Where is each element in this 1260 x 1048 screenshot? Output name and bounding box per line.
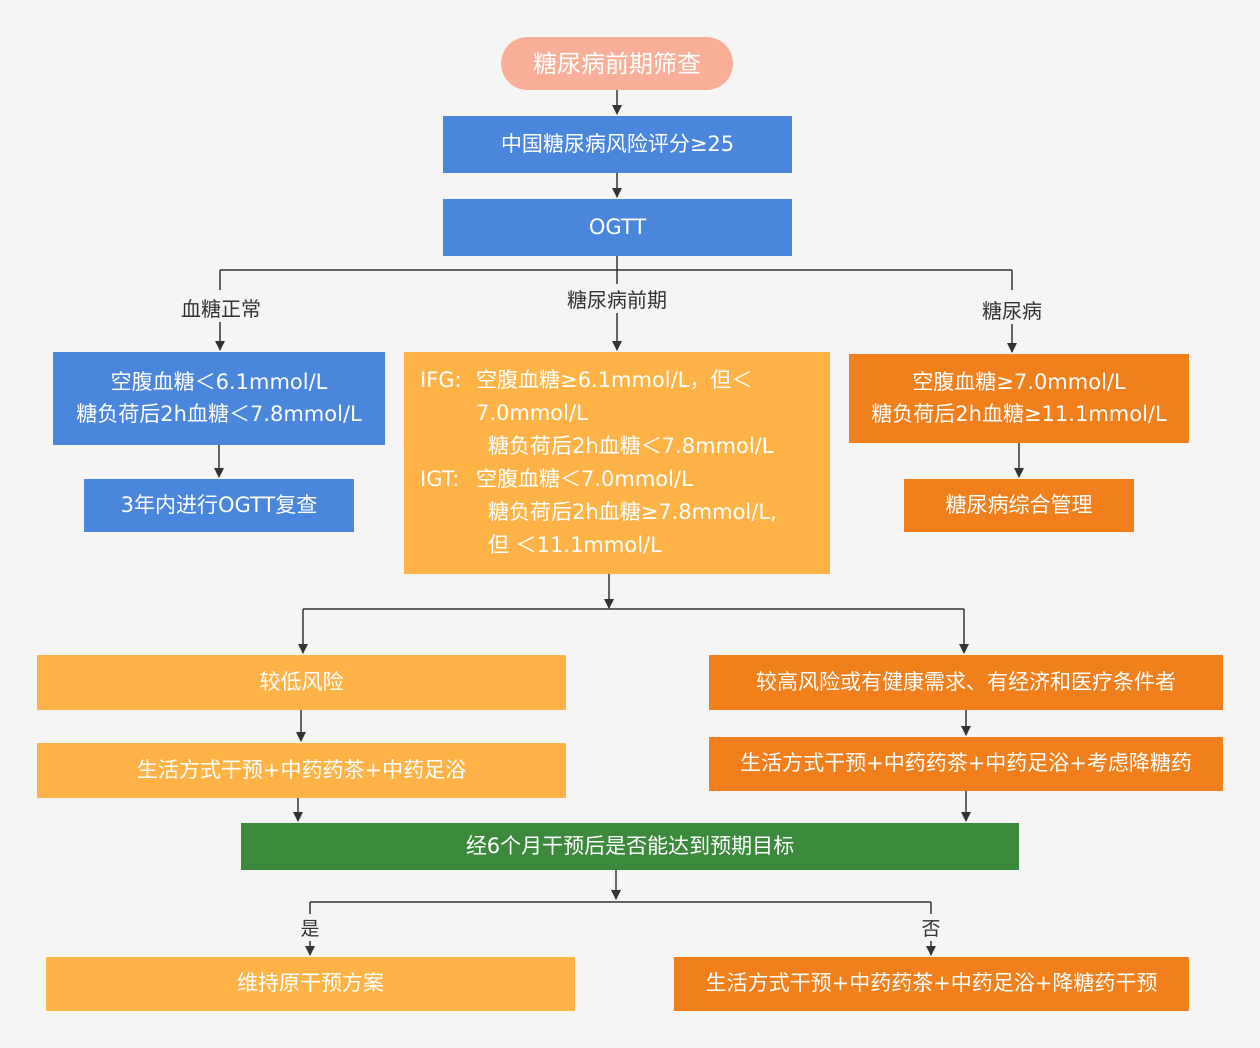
ifg-line-2: 7.0mmol/L — [476, 401, 588, 425]
normal-followup-text: 3年内进行OGTT复查 — [120, 492, 318, 517]
ifg-tag: IFG: — [420, 368, 462, 392]
diabetes-line-2: 糖负荷后2h血糖≥11.1mmol/L — [871, 401, 1167, 426]
diabetes-management-text: 糖尿病综合管理 — [945, 492, 1093, 517]
keep-plan-text: 维持原干预方案 — [237, 971, 384, 996]
label-normal: 血糖正常 — [179, 293, 263, 322]
ogtt-text: OGTT — [588, 214, 647, 239]
ifg-line-3: 糖负荷后2h血糖＜7.8mmol/L — [488, 434, 774, 458]
title-text: 糖尿病前期筛查 — [533, 49, 701, 78]
high-risk-text: 较高风险或有健康需求、有经济和医疗条件者 — [756, 669, 1176, 694]
prediabetes-criteria-node: IFG: 空腹血糖≥6.1mmol/L，但＜ 7.0mmol/L 糖负荷后2h血… — [404, 352, 830, 574]
low-risk-node: 较低风险 — [37, 655, 566, 710]
low-risk-plan-node: 生活方式干预+中药药茶+中药足浴 — [37, 743, 566, 798]
escalate-plan-text: 生活方式干预+中药药茶+中药足浴+降糖药干预 — [705, 971, 1158, 996]
escalate-plan-node: 生活方式干预+中药药茶+中药足浴+降糖药干预 — [674, 957, 1189, 1011]
low-risk-text: 较低风险 — [259, 669, 344, 694]
diabetes-management-node: 糖尿病综合管理 — [904, 479, 1134, 532]
normal-line-1: 空腹血糖＜6.1mmol/L — [110, 370, 328, 394]
label-prediabetes: 糖尿病前期 — [565, 284, 669, 313]
high-risk-plan-text: 生活方式干预+中药药茶+中药足浴+考虑降糖药 — [740, 751, 1192, 776]
label-yes: 是 — [298, 914, 322, 941]
diabetes-criteria-node: 空腹血糖≥7.0mmol/L 糖负荷后2h血糖≥11.1mmol/L — [849, 354, 1189, 443]
label-diabetes: 糖尿病 — [980, 295, 1044, 324]
ifg-line-1: 空腹血糖≥6.1mmol/L，但＜ — [476, 368, 753, 392]
igt-line-3: 但 ＜11.1mmol/L — [488, 533, 662, 557]
high-risk-plan-node: 生活方式干预+中药药茶+中药足浴+考虑降糖药 — [709, 737, 1223, 791]
normal-followup-node: 3年内进行OGTT复查 — [84, 479, 354, 532]
evaluation-node: 经6个月干预后是否能达到预期目标 — [241, 823, 1019, 870]
igt-tag: IGT: — [420, 467, 460, 491]
keep-plan-node: 维持原干预方案 — [46, 957, 575, 1011]
ogtt-node: OGTT — [443, 199, 792, 256]
normal-criteria-node: 空腹血糖＜6.1mmol/L 糖负荷后2h血糖＜7.8mmol/L — [53, 352, 385, 445]
risk-score-text: 中国糖尿病风险评分≥25 — [500, 131, 735, 156]
title-node: 糖尿病前期筛查 — [501, 37, 733, 90]
risk-score-node: 中国糖尿病风险评分≥25 — [443, 116, 792, 173]
low-risk-plan-text: 生活方式干预+中药药茶+中药足浴 — [136, 757, 467, 782]
diabetes-line-1: 空腹血糖≥7.0mmol/L — [912, 370, 1126, 394]
high-risk-node: 较高风险或有健康需求、有经济和医疗条件者 — [709, 655, 1223, 710]
label-no: 否 — [919, 914, 943, 941]
normal-line-2: 糖负荷后2h血糖＜7.8mmol/L — [76, 401, 362, 426]
igt-line-2: 糖负荷后2h血糖≥7.8mmol/L, — [488, 500, 777, 524]
igt-line-1: 空腹血糖＜7.0mmol/L — [476, 467, 693, 491]
evaluation-text: 经6个月干预后是否能达到预期目标 — [465, 833, 795, 858]
